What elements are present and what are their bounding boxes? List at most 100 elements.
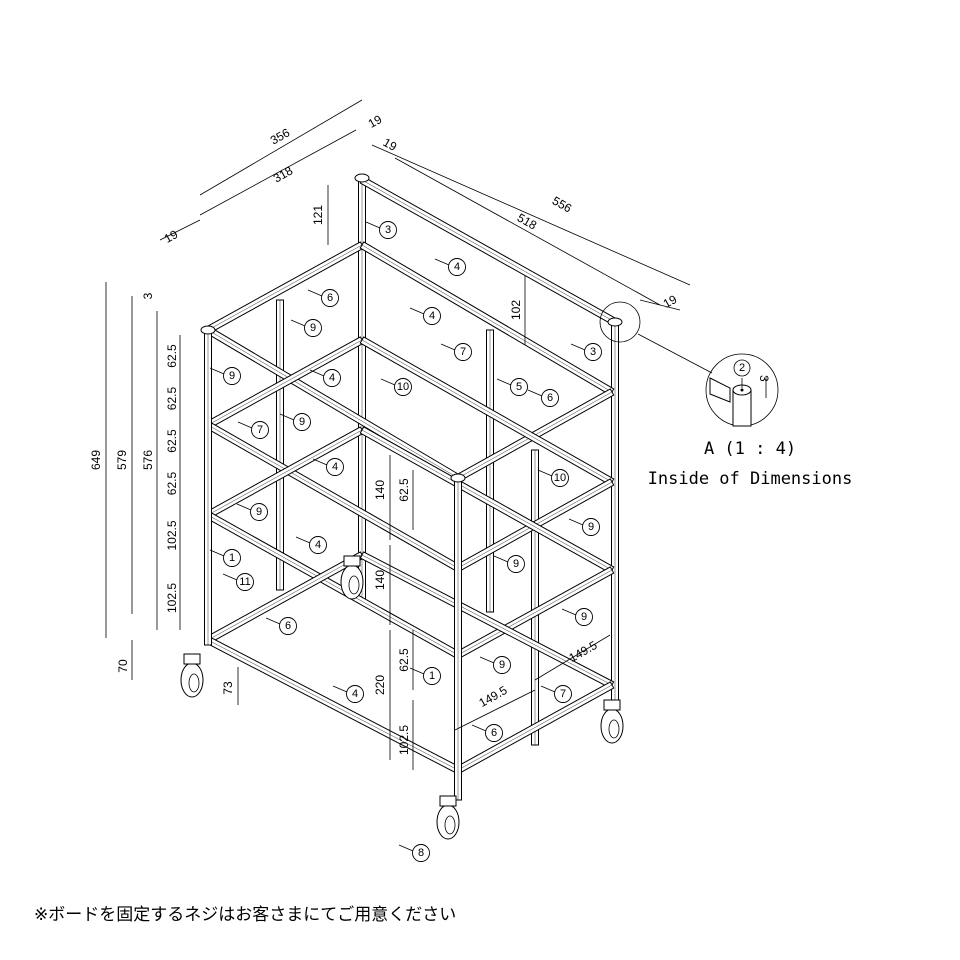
post-cap (200, 325, 216, 335)
callout-circle (423, 667, 441, 685)
dimension-line (159, 219, 201, 241)
dimension-line (371, 144, 691, 286)
dimension-label: 19 (162, 227, 181, 246)
dimension-label: 220 (373, 675, 387, 695)
callout-leader (237, 421, 253, 429)
callout-number: 7 (560, 688, 566, 700)
callout-number: 9 (310, 322, 316, 334)
callout-number: 6 (547, 392, 553, 404)
caster-wheel (180, 662, 204, 698)
callout-circle (323, 369, 341, 387)
callout-number: 6 (491, 727, 497, 739)
dimension-label: 318 (271, 163, 296, 185)
dimension-label: 73 (221, 681, 235, 695)
callout-circle (321, 289, 339, 307)
callout-circle (582, 518, 600, 536)
callout-circle (551, 469, 569, 487)
front-rail-center (207, 424, 459, 569)
callout-leader (307, 289, 323, 297)
callout-leader (312, 458, 328, 466)
right-side-rail-center (457, 684, 613, 771)
caster-hub (608, 719, 620, 739)
dimension-label: 356 (268, 125, 293, 147)
dimension-label: 579 (115, 450, 129, 470)
callout-circle (394, 378, 412, 396)
dimension-label: 3 (141, 292, 155, 299)
front-rail-center (207, 514, 459, 656)
detail-callout-circle (733, 359, 751, 377)
callout-circle (485, 724, 503, 742)
callout-leader (479, 656, 495, 664)
callout-leader (471, 724, 487, 732)
dimension-label: 518 (515, 210, 540, 232)
dimension-label: 140 (373, 480, 387, 500)
callout-circle (304, 319, 322, 337)
dimension-line (199, 99, 363, 196)
detail-callout: 2 (739, 362, 745, 374)
callout-leader (540, 685, 556, 693)
dimension-label: 649 (89, 450, 103, 470)
callout-number: 4 (454, 261, 460, 273)
caster-hub (188, 673, 200, 693)
dimension-label: 19 (661, 292, 680, 311)
callout-number: 9 (229, 370, 235, 382)
callout-number: 4 (315, 539, 321, 551)
callout-leader (290, 319, 306, 327)
callout-circle (507, 555, 525, 573)
callout-number: 4 (429, 310, 435, 322)
callout-leader (409, 667, 425, 675)
dimension-label: 102.5 (165, 520, 179, 550)
callout-leader (265, 617, 281, 625)
callout-circle (293, 413, 311, 431)
callout-leader (398, 844, 414, 852)
callout-leader (222, 573, 238, 581)
frame-pipes (180, 173, 624, 840)
callout-circle (346, 685, 364, 703)
callout-leader (209, 367, 225, 375)
callout-number: 1 (229, 552, 235, 564)
left-side-rail-center (207, 429, 363, 516)
dimension-label: 62.5 (165, 386, 179, 410)
callout-number: 4 (352, 688, 358, 700)
callout-leader (561, 608, 577, 616)
callout-number: 11 (239, 576, 250, 588)
detail-a-marker (599, 301, 641, 343)
callout-circle (326, 458, 344, 476)
callout-number: 7 (257, 424, 263, 436)
callout-circle (236, 573, 254, 591)
callout-number: 4 (329, 372, 335, 384)
caster-hub (348, 575, 360, 595)
callout-number: 7 (460, 346, 466, 358)
callout-leader (434, 258, 450, 266)
callout-circle (554, 685, 572, 703)
callout-number: 9 (513, 558, 519, 570)
callout-leader (570, 343, 586, 351)
caster-wheel (340, 564, 364, 600)
callout-number: 8 (418, 847, 424, 859)
callout-number: 3 (590, 346, 596, 358)
callout-number: 9 (588, 521, 594, 533)
dimension-line (199, 129, 357, 216)
dimension-label: 140 (373, 570, 387, 590)
callout-number: 9 (581, 611, 587, 623)
callout-number: 9 (499, 659, 505, 671)
back-rail-center (361, 339, 613, 483)
dimension-label: 556 (550, 193, 575, 215)
callout-circle (223, 549, 241, 567)
callout-number: 10 (397, 381, 409, 393)
callout-leader (295, 536, 311, 544)
callout-circle (454, 343, 472, 361)
detail-a: 2 3 (599, 301, 779, 427)
dimension-label: 102.5 (165, 583, 179, 613)
callout-circle (379, 221, 397, 239)
callout-circle (279, 617, 297, 635)
front-rail-center (207, 329, 459, 479)
right-side-rail-center (457, 569, 613, 656)
callout-circle (541, 389, 559, 407)
dimension-label: 149.5 (567, 638, 600, 665)
dimension-label: 102 (509, 300, 523, 320)
left-side-rail-center (207, 339, 363, 426)
